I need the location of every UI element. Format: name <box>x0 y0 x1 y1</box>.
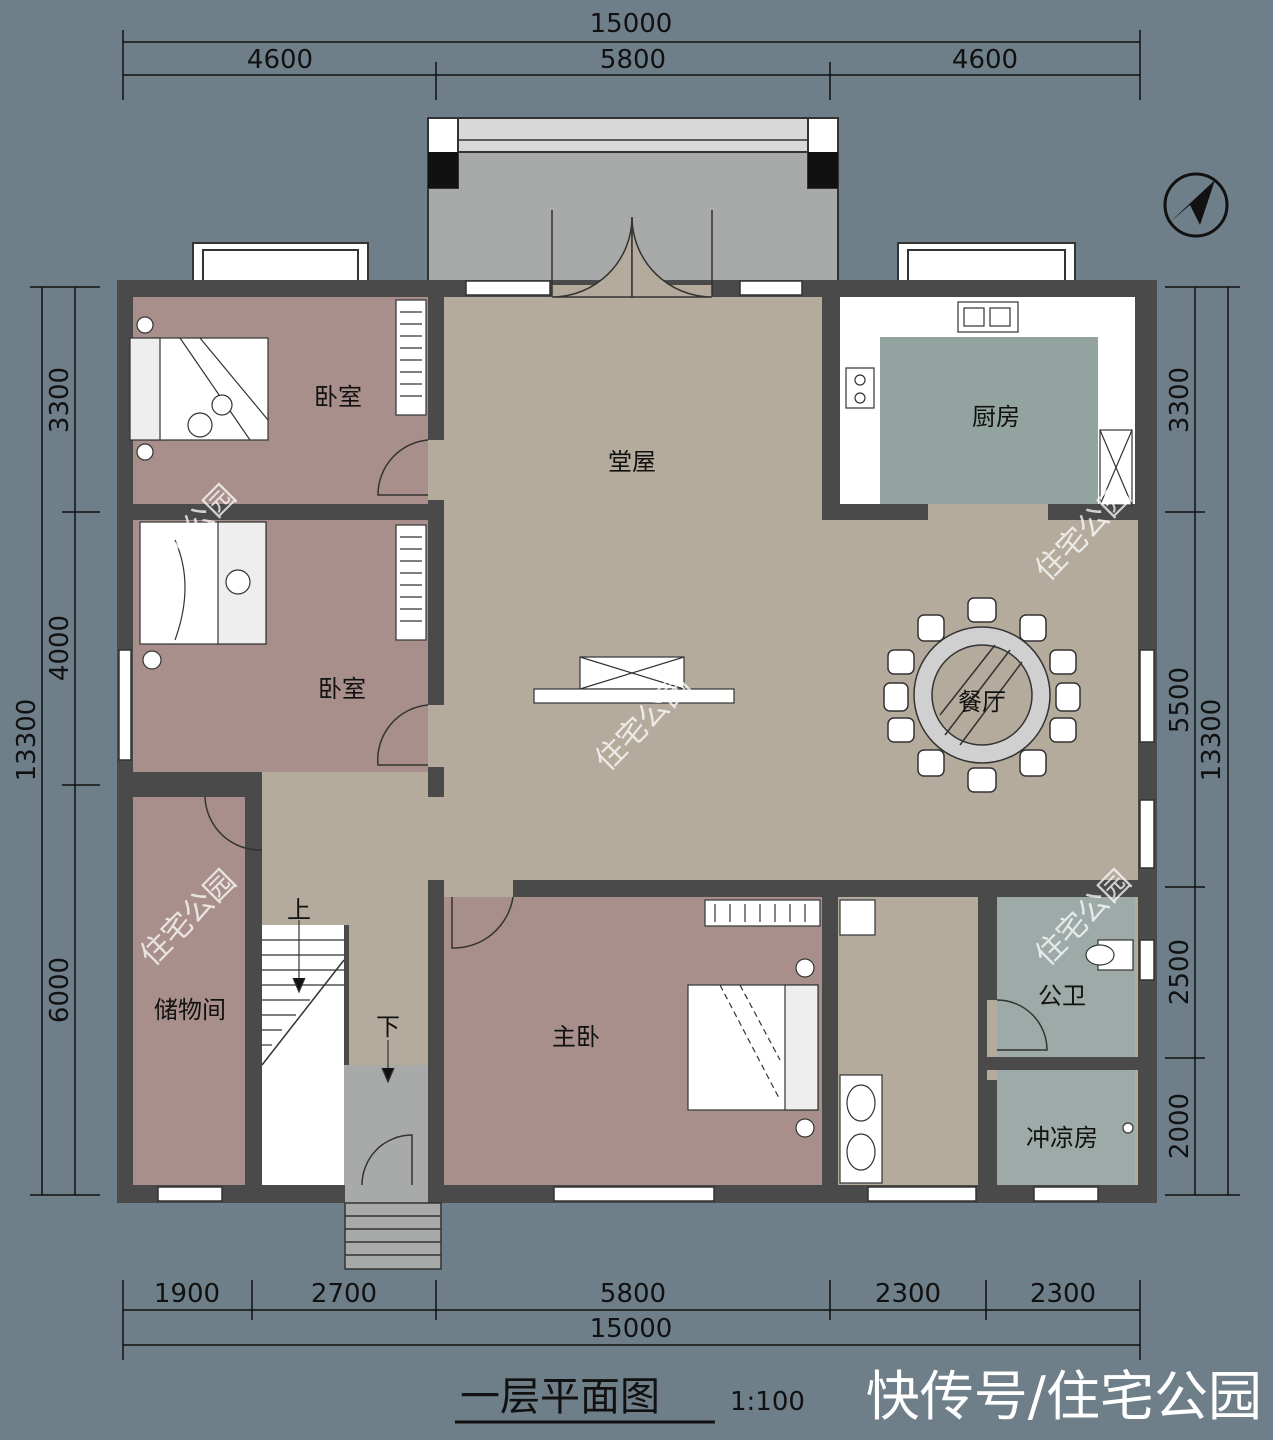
north-arrow-icon <box>1163 172 1229 238</box>
dim-right-total: 13300 <box>1197 699 1227 782</box>
dim-top-1: 4600 <box>247 45 313 75</box>
drawing-title: 一层平面图 <box>460 1374 660 1420</box>
staircase <box>261 920 395 1084</box>
bed-bedroom1 <box>129 316 269 461</box>
doors <box>204 210 1048 1186</box>
room-label-kitchen: 厨房 <box>972 403 1020 431</box>
drawing-scale: 1:100 <box>730 1387 805 1417</box>
dim-left-1: 3300 <box>45 367 75 433</box>
room-label-bedroom-2: 卧室 <box>318 675 366 703</box>
stair-down-label: 下 <box>376 1013 400 1041</box>
dim-bottom-2: 2700 <box>311 1279 377 1309</box>
dim-top-total: 15000 <box>590 9 673 39</box>
kitchen-fixtures <box>845 301 1133 506</box>
dim-top-3: 4600 <box>952 45 1018 75</box>
bathroom-fixtures <box>839 899 1134 1184</box>
dim-bottom-3: 5800 <box>600 1279 666 1309</box>
stair-up-label: 上 <box>287 896 311 924</box>
entry-steps <box>344 1202 442 1270</box>
room-label-master-bedroom: 主卧 <box>552 1023 600 1051</box>
dining-table <box>883 597 1081 793</box>
dimension-lines <box>30 30 1240 1360</box>
dim-bottom-1: 1900 <box>154 1279 220 1309</box>
room-label-hall: 堂屋 <box>608 448 656 476</box>
dim-bottom-total: 15000 <box>590 1314 673 1344</box>
room-label-shower: 冲凉房 <box>1026 1124 1098 1152</box>
dim-top-2: 5800 <box>600 45 666 75</box>
dim-bottom-4: 2300 <box>875 1279 941 1309</box>
dim-left-total: 13300 <box>12 699 42 782</box>
footer-credit: 快传号/住宅公园 <box>866 1365 1262 1428</box>
bed-master <box>687 899 821 1138</box>
dim-right-3: 2500 <box>1165 939 1195 1005</box>
windows <box>118 280 1155 1202</box>
dim-bottom-5: 2300 <box>1030 1279 1096 1309</box>
dim-left-2: 4000 <box>45 615 75 681</box>
dim-right-4: 2000 <box>1165 1093 1195 1159</box>
room-label-storage: 储物间 <box>154 996 226 1024</box>
room-label-bedroom-1: 卧室 <box>314 383 362 411</box>
bed-bedroom2 <box>139 521 267 670</box>
wardrobe-bedroom1 <box>395 299 427 416</box>
dim-right-1: 3300 <box>1165 367 1195 433</box>
tv-cabinet <box>533 656 735 704</box>
room-label-toilet: 公卫 <box>1038 982 1086 1010</box>
dim-left-3: 6000 <box>45 957 75 1023</box>
dim-right-2: 5500 <box>1165 667 1195 733</box>
room-label-dining: 餐厅 <box>958 688 1006 716</box>
door-openings <box>205 285 1048 1203</box>
wardrobe-bedroom2 <box>395 524 427 641</box>
